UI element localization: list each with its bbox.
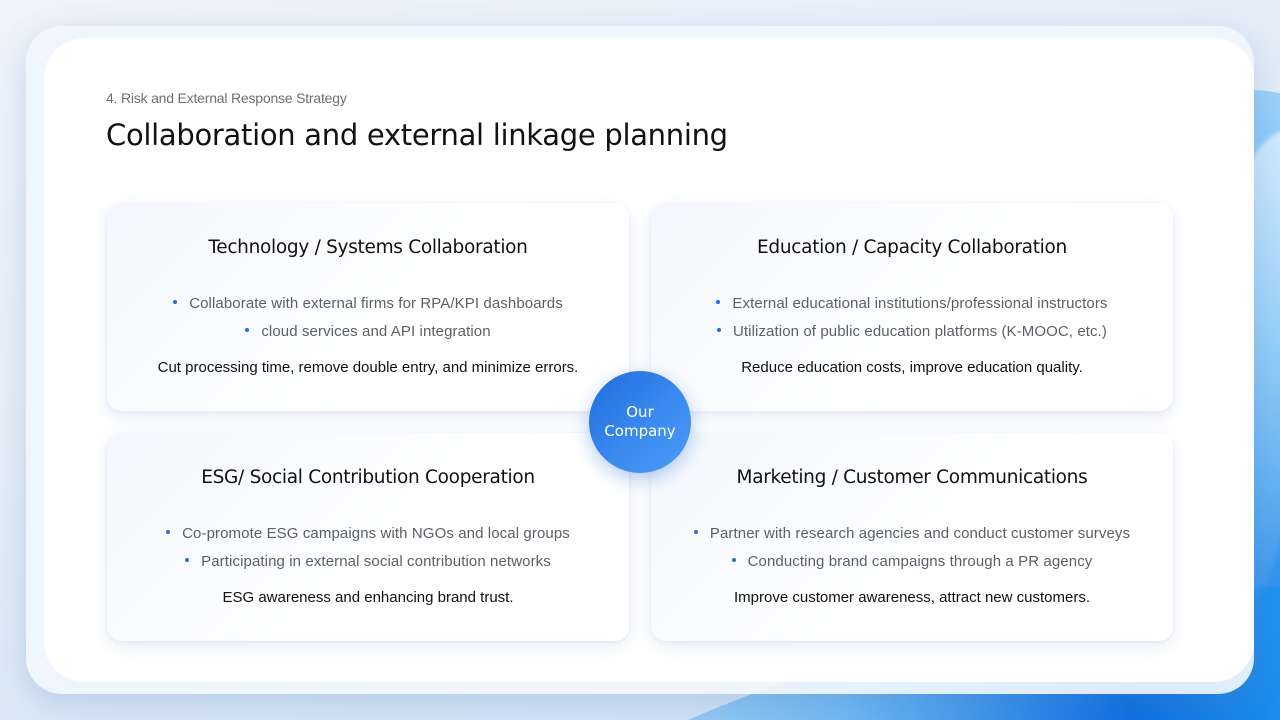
bullet-list: Partner with research agencies and condu…	[651, 520, 1173, 576]
bullet-text: Collaborate with external firms for RPA/…	[189, 295, 563, 312]
list-item: Co-promote ESG campaigns with NGOs and l…	[107, 520, 629, 548]
list-item: Conducting brand campaigns through a PR …	[651, 548, 1173, 576]
bullet-dot-icon	[716, 300, 721, 305]
bullet-list: External educational institutions/profes…	[651, 290, 1173, 346]
bullet-text: Utilization of public education platform…	[732, 323, 1108, 340]
card-education: Education / Capacity Collaboration Exter…	[651, 203, 1173, 411]
card-marketing: Marketing / Customer Communications Part…	[651, 433, 1173, 641]
list-item: Utilization of public education platform…	[651, 318, 1173, 346]
list-item: Collaborate with external firms for RPA/…	[107, 290, 629, 318]
card-title: Technology / Systems Collaboration	[208, 237, 528, 258]
card-title: Education / Capacity Collaboration	[757, 237, 1067, 258]
bullet-list: Co-promote ESG campaigns with NGOs and l…	[107, 520, 629, 576]
list-item: Partner with research agencies and condu…	[651, 520, 1173, 548]
bullet-text: cloud services and API integration	[261, 323, 491, 340]
our-company-hub: Our Company	[589, 371, 691, 473]
bullet-text: Partner with research agencies and condu…	[709, 525, 1131, 542]
bullet-text: Conducting brand campaigns through a PR …	[747, 553, 1093, 570]
bullet-dot-icon	[185, 558, 190, 563]
list-item: Participating in external social contrib…	[107, 548, 629, 576]
bullet-dot-icon	[731, 558, 736, 563]
bullet-dot-icon	[166, 530, 171, 535]
hub-label-line1: Our	[626, 403, 654, 421]
card-result: Improve customer awareness, attract new …	[734, 589, 1090, 606]
card-esg: ESG/ Social Contribution Cooperation Co-…	[107, 433, 629, 641]
bullet-text: External educational institutions/profes…	[732, 295, 1108, 312]
section-label: 4. Risk and External Response Strategy	[106, 90, 347, 106]
card-title: ESG/ Social Contribution Cooperation	[201, 467, 535, 488]
card-result: ESG awareness and enhancing brand trust.	[222, 589, 514, 606]
card-title: Marketing / Customer Communications	[736, 467, 1088, 488]
list-item: External educational institutions/profes…	[651, 290, 1173, 318]
card-result: Reduce education costs, improve educatio…	[741, 359, 1083, 376]
list-item: cloud services and API integration	[107, 318, 629, 346]
bullet-dot-icon	[245, 328, 250, 333]
bullet-text: Co-promote ESG campaigns with NGOs and l…	[182, 525, 570, 542]
bullet-dot-icon	[716, 328, 721, 333]
card-technology: Technology / Systems Collaboration Colla…	[107, 203, 629, 411]
card-result: Cut processing time, remove double entry…	[157, 359, 579, 376]
bullet-text: Participating in external social contrib…	[201, 553, 551, 570]
bullet-list: Collaborate with external firms for RPA/…	[107, 290, 629, 346]
slide-title: Collaboration and external linkage plann…	[106, 118, 728, 152]
bullet-dot-icon	[693, 530, 698, 535]
bullet-dot-icon	[173, 300, 178, 305]
hub-label-line2: Company	[604, 422, 676, 440]
